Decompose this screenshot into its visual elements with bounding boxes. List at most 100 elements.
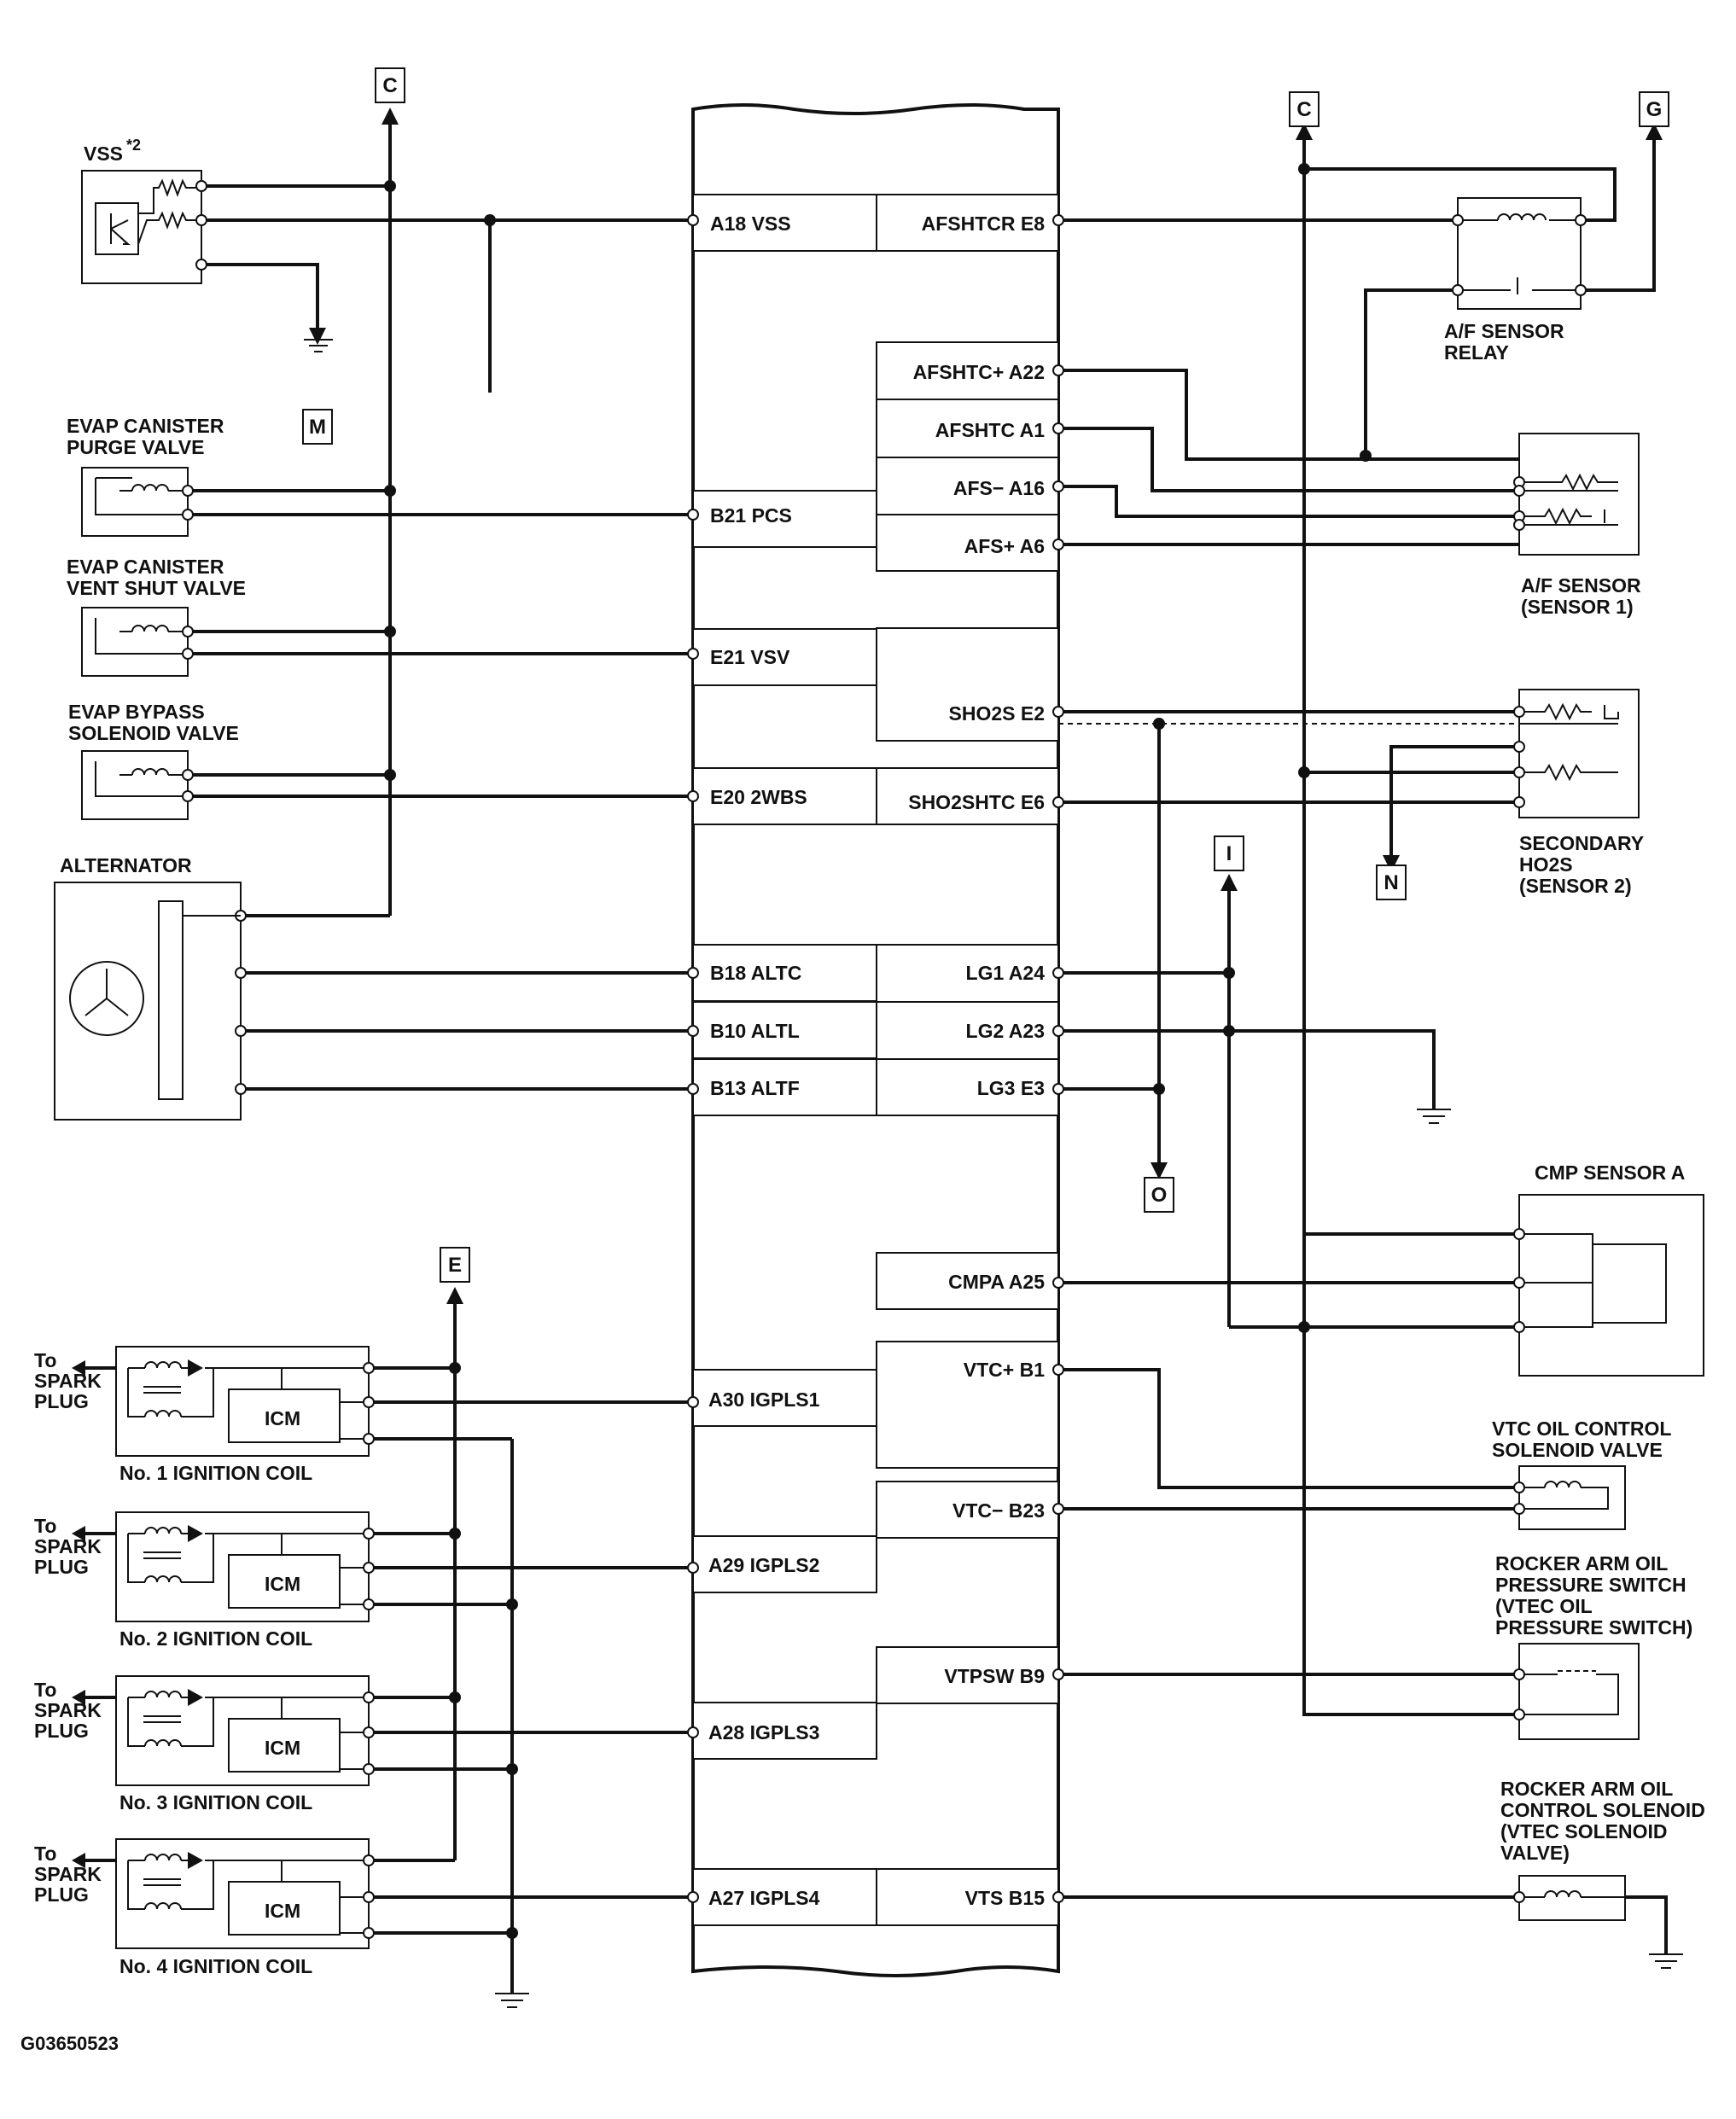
spark-4-to: To	[34, 1842, 56, 1865]
pin-cmpa-a25: CMPA A25	[948, 1271, 1045, 1293]
ho2s-label-1: SECONDARY	[1519, 832, 1644, 854]
evap-bypass-valve: EVAP BYPASS SOLENOID VALVE	[68, 701, 239, 820]
alternator: ALTERNATOR	[54, 854, 247, 1121]
ecm-block: A18 VSS B21 PCS E21 VSV E20 2WBS B18 ALT…	[691, 103, 1060, 1977]
ignition-coil-1: ICM No. 1 IGNITION COIL To SPARK PLUG	[34, 1346, 375, 1484]
vss-label: VSS	[84, 143, 123, 165]
pin-vtpsw-b9: VTPSW B9	[944, 1665, 1045, 1687]
pin-a29-igpls2: A29 IGPLS2	[708, 1554, 819, 1576]
rocker-sw-label-3: (VTEC OIL	[1495, 1595, 1593, 1617]
spark-2-plug: PLUG	[34, 1556, 89, 1578]
pin-b13-altf: B13 ALTF	[710, 1077, 800, 1099]
pin-sho2s-e2: SHO2S E2	[949, 702, 1046, 725]
rocker-sw-label-1: ROCKER ARM OIL	[1495, 1552, 1668, 1575]
rocker-sol-label-1: ROCKER ARM OIL	[1500, 1778, 1673, 1800]
ignition-coil-2: ICM No. 2 IGNITION COIL To SPARK PLUG	[34, 1511, 375, 1650]
evap-purge-valve: EVAP CANISTER PURGE VALVE	[67, 415, 224, 537]
connector-flags: C M C G I N O E	[302, 67, 1669, 1283]
diagram-id: G03650523	[20, 2033, 119, 2054]
pin-afshtc-a1: AFSHTC A1	[935, 419, 1045, 441]
secondary-ho2s: SECONDARY HO2S (SENSOR 2)	[1513, 689, 1644, 897]
vtc-label-1: VTC OIL CONTROL	[1492, 1418, 1671, 1440]
coil-2-label: No. 2 IGNITION COIL	[119, 1627, 312, 1650]
cmp-sensor: CMP SENSOR A	[1513, 1161, 1704, 1377]
rocker-sol-label-2: CONTROL SOLENOID	[1500, 1799, 1705, 1821]
icm-4-label: ICM	[265, 1900, 300, 1922]
pin-vtc-plus-b1: VTC+ B1	[964, 1359, 1045, 1381]
af-sensor-relay: A/F SENSOR RELAY	[1444, 197, 1587, 364]
spark-4-plug: PLUG	[34, 1883, 89, 1906]
pin-e21-vsv: E21 VSV	[710, 646, 790, 668]
icm-1-label: ICM	[265, 1407, 300, 1429]
evap-vent-label-1: EVAP CANISTER	[67, 556, 224, 578]
evap-vent-valve: EVAP CANISTER VENT SHUT VALVE	[67, 556, 246, 677]
flag-o: O	[1151, 1184, 1168, 1207]
pin-b21-pcs: B21 PCS	[710, 504, 792, 527]
cmp-label: CMP SENSOR A	[1535, 1161, 1685, 1184]
spark-1-plug: PLUG	[34, 1390, 89, 1412]
icm-2-label: ICM	[265, 1573, 300, 1595]
ecm-terminals	[687, 214, 1064, 1903]
spark-3-to: To	[34, 1679, 56, 1701]
pin-vts-b15: VTS B15	[965, 1887, 1046, 1909]
alternator-label: ALTERNATOR	[60, 854, 192, 876]
af-relay-label-1: A/F SENSOR	[1444, 320, 1564, 342]
spark-3-spark: SPARK	[34, 1699, 102, 1721]
icm-3-label: ICM	[265, 1737, 300, 1759]
pin-a18-vss: A18 VSS	[710, 212, 791, 235]
pin-a28-igpls3: A28 IGPLS3	[708, 1721, 819, 1744]
pin-sho2shtc-e6: SHO2SHTC E6	[908, 791, 1045, 813]
pin-b10-altl: B10 ALTL	[710, 1020, 800, 1042]
evap-bypass-label-1: EVAP BYPASS	[68, 701, 205, 723]
spark-1-spark: SPARK	[34, 1370, 102, 1392]
af-sensor: A/F SENSOR (SENSOR 1)	[1513, 433, 1641, 618]
pin-e20-2wbs: E20 2WBS	[710, 786, 807, 808]
pin-afs-minus-a16: AFS− A16	[953, 477, 1045, 499]
flag-g: G	[1646, 98, 1663, 121]
rocker-sol-label-4: VALVE)	[1500, 1842, 1570, 1864]
vtc-label-2: SOLENOID VALVE	[1492, 1439, 1663, 1461]
pin-b18-altc: B18 ALTC	[710, 962, 801, 984]
coil-3-label: No. 3 IGNITION COIL	[119, 1791, 312, 1813]
vtc-solenoid: VTC OIL CONTROL SOLENOID VALVE	[1492, 1418, 1671, 1530]
rocker-sw-label-4: PRESSURE SWITCH)	[1495, 1616, 1692, 1639]
rocker-sw-label-2: PRESSURE SWITCH	[1495, 1574, 1686, 1596]
pin-lg2-a23: LG2 A23	[966, 1020, 1045, 1042]
pin-afshtcr-e8: AFSHTCR E8	[922, 212, 1046, 235]
evap-purge-label-2: PURGE VALVE	[67, 436, 204, 458]
pin-lg1-a24: LG1 A24	[966, 962, 1046, 984]
junction-dots	[384, 163, 1372, 1939]
flag-m: M	[309, 416, 326, 439]
coil-4-label: No. 4 IGNITION COIL	[119, 1955, 312, 1977]
evap-purge-label-1: EVAP CANISTER	[67, 415, 224, 437]
flag-c-right: C	[1296, 98, 1311, 121]
ho2s-label-2: HO2S	[1519, 853, 1573, 876]
pin-afshtc-plus-a22: AFSHTC+ A22	[913, 361, 1045, 383]
pin-lg3-e3: LG3 E3	[977, 1077, 1045, 1099]
evap-bypass-label-2: SOLENOID VALVE	[68, 722, 239, 744]
flag-e: E	[448, 1254, 462, 1277]
spark-1-to: To	[34, 1349, 56, 1371]
rocker-pressure-switch: ROCKER ARM OIL PRESSURE SWITCH (VTEC OIL…	[1495, 1552, 1692, 1740]
spark-2-to: To	[34, 1515, 56, 1537]
evap-vent-label-2: VENT SHUT VALVE	[67, 577, 246, 599]
pin-afs-plus-a6: AFS+ A6	[964, 535, 1045, 557]
pin-a30-igpls1: A30 IGPLS1	[708, 1388, 820, 1411]
spark-3-plug: PLUG	[34, 1720, 89, 1742]
pin-vtc-minus-b23: VTC− B23	[952, 1499, 1045, 1522]
coil-1-label: No. 1 IGNITION COIL	[119, 1462, 312, 1484]
vss-superscript: *2	[126, 137, 141, 154]
flag-n: N	[1384, 871, 1398, 894]
rocker-control-solenoid: ROCKER ARM OIL CONTROL SOLENOID (VTEC SO…	[1500, 1778, 1705, 1921]
pin-a27-igpls4: A27 IGPLS4	[708, 1887, 820, 1909]
spark-4-spark: SPARK	[34, 1863, 102, 1885]
spark-2-spark: SPARK	[34, 1535, 102, 1557]
vss-sensor: VSS *2	[81, 137, 207, 284]
rocker-sol-label-3: (VTEC SOLENOID	[1500, 1820, 1668, 1842]
ho2s-label-3: (SENSOR 2)	[1519, 875, 1632, 897]
af-sensor-label-1: A/F SENSOR	[1521, 574, 1641, 597]
flag-i: I	[1226, 842, 1232, 865]
flag-c-left: C	[382, 74, 397, 97]
ignition-coil-4: ICM No. 4 IGNITION COIL To SPARK PLUG	[34, 1838, 375, 1977]
